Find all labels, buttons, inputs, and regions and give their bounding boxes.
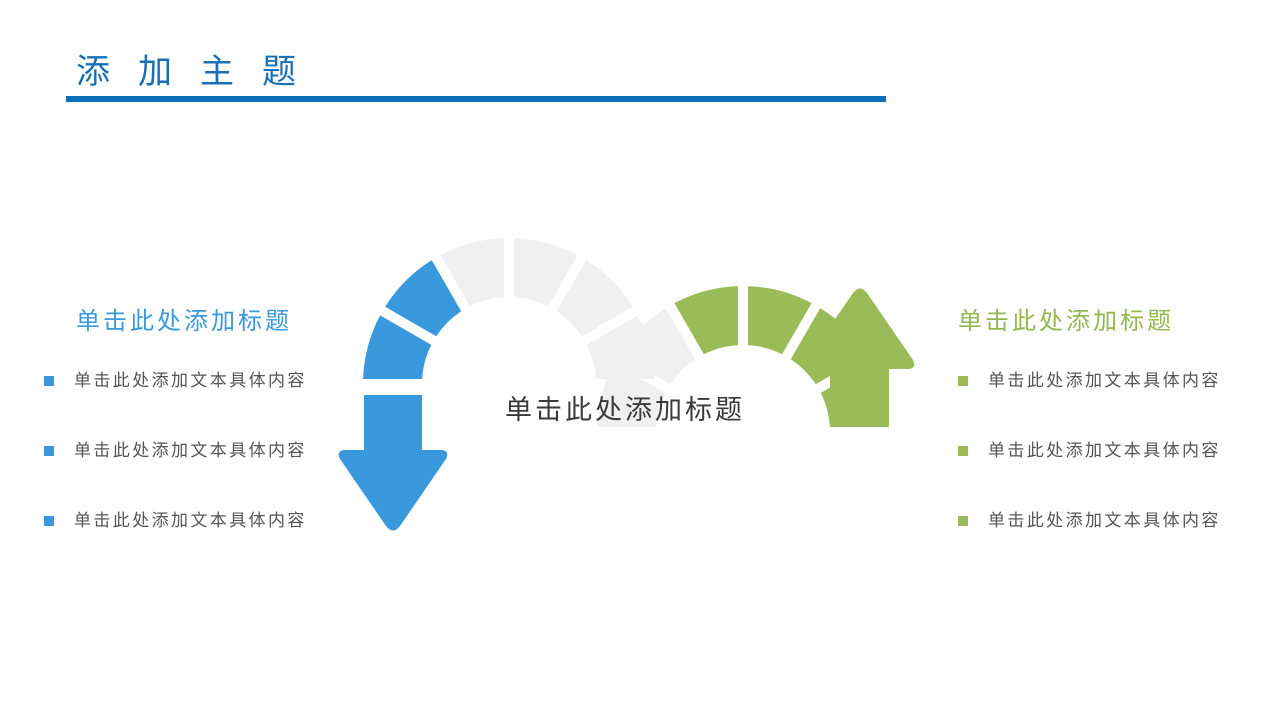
upper-arc bbox=[363, 238, 655, 380]
right-list-item[interactable]: 单击此处添加文本具体内容 bbox=[958, 369, 1221, 393]
ring-segment bbox=[440, 238, 505, 307]
square-bullet-icon bbox=[958, 376, 968, 386]
down-arrow-icon bbox=[338, 395, 448, 531]
page-title: 添加主题 bbox=[76, 52, 324, 92]
square-bullet-icon bbox=[958, 446, 968, 456]
ring-segment bbox=[674, 286, 739, 355]
left-heading[interactable]: 单击此处添加标题 bbox=[76, 307, 292, 335]
left-list-item[interactable]: 单击此处添加文本具体内容 bbox=[44, 509, 307, 533]
ring-segment bbox=[597, 363, 666, 428]
square-bullet-icon bbox=[958, 516, 968, 526]
center-title[interactable]: 单击此处添加标题 bbox=[505, 395, 745, 426]
left-list-item[interactable]: 单击此处添加文本具体内容 bbox=[44, 369, 307, 393]
ring-segment bbox=[747, 286, 812, 355]
ring-segment bbox=[385, 260, 462, 337]
ring-segment bbox=[363, 315, 432, 380]
title-underline bbox=[66, 96, 886, 102]
up-arrow-icon bbox=[805, 288, 915, 424]
right-list-item[interactable]: 单击此处添加文本具体内容 bbox=[958, 509, 1221, 533]
right-heading[interactable]: 单击此处添加标题 bbox=[958, 307, 1174, 335]
square-bullet-icon bbox=[44, 516, 54, 526]
right-list-item[interactable]: 单击此处添加文本具体内容 bbox=[958, 439, 1221, 463]
ring-segment bbox=[513, 238, 578, 307]
square-bullet-icon bbox=[44, 446, 54, 456]
square-bullet-icon bbox=[44, 376, 54, 386]
ring-segment bbox=[556, 260, 633, 337]
left-list-item[interactable]: 单击此处添加文本具体内容 bbox=[44, 439, 307, 463]
ring-segment bbox=[619, 308, 696, 385]
